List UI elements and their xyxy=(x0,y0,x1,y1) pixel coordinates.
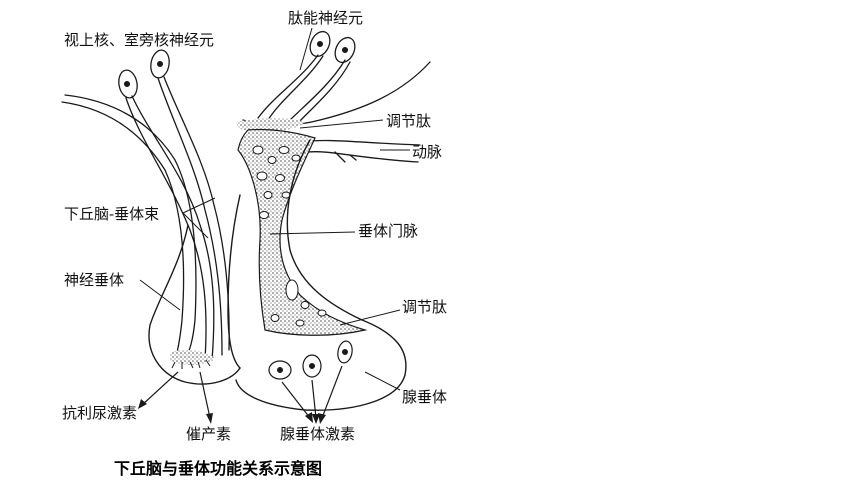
nerve-fiber xyxy=(257,54,319,119)
nerve-fiber xyxy=(157,77,223,356)
diagram-caption: 下丘脑与垂体功能关系示意图 xyxy=(114,459,323,478)
artery-vessel xyxy=(307,151,419,163)
leader-line xyxy=(139,279,181,311)
nerve-fiber xyxy=(64,94,197,361)
label-pituitary-hormones: 腺垂体激素 xyxy=(280,425,356,443)
nerve-fiber xyxy=(296,61,351,125)
neurohypophysis-outline xyxy=(148,224,241,385)
nerve-fiber xyxy=(61,101,185,361)
portal-vessel-region xyxy=(237,128,368,336)
nerve-fiber xyxy=(131,95,215,361)
tissue-contour xyxy=(319,61,431,121)
label-peptidergic-neurons: 肽能神经元 xyxy=(288,9,364,27)
leader-line xyxy=(269,231,356,235)
label-oxytocin: 催产素 xyxy=(186,425,232,443)
label-antidiuretic-hormone: 抗利尿激素 xyxy=(62,404,138,422)
artery-vessel xyxy=(299,139,421,146)
label-portal-vein: 垂体门脉 xyxy=(358,222,419,240)
leader-line xyxy=(299,27,313,71)
nerve-fiber xyxy=(287,59,346,123)
label-neurohypophysis: 神经垂体 xyxy=(64,271,125,289)
label-artery: 动脉 xyxy=(412,143,443,161)
neuron-cell-body xyxy=(150,49,170,79)
label-regulatory-peptide-bottom: 调节肽 xyxy=(402,298,448,316)
nerve-endings-stipple xyxy=(170,350,215,366)
nerve-fiber xyxy=(125,97,207,361)
adenohypophysis-outline xyxy=(235,139,407,411)
label-hypothalamic-nuclei: 视上核、室旁核神经元 xyxy=(64,31,215,49)
arrow-hormone xyxy=(311,379,317,419)
secretory-cell xyxy=(268,360,292,380)
leader-line xyxy=(182,212,209,239)
secretory-cell xyxy=(302,354,322,378)
leader-line xyxy=(364,371,401,391)
arrow-hormone xyxy=(281,381,311,419)
neuron-cell-body xyxy=(334,36,356,64)
arrow-antidiuretic xyxy=(141,371,179,406)
leader-line xyxy=(299,119,384,129)
label-regulatory-peptide-top: 调节肽 xyxy=(386,112,432,130)
arrow-hormone xyxy=(321,365,343,419)
artery-vessel xyxy=(334,151,357,163)
label-adenohypophysis: 腺垂体 xyxy=(402,388,448,406)
neuron-cell-body xyxy=(309,30,331,58)
nerve-fiber xyxy=(267,55,324,121)
arrow-oxytocin xyxy=(199,371,211,419)
pituitary-stalk-inner xyxy=(227,194,241,369)
secretory-cell xyxy=(337,340,353,364)
leader-line xyxy=(339,309,401,326)
neuron-cell-body xyxy=(118,69,138,99)
label-hypothalamo-hypophyseal-tract: 下丘脑-垂体束 xyxy=(64,205,160,223)
leader-line xyxy=(182,197,216,214)
